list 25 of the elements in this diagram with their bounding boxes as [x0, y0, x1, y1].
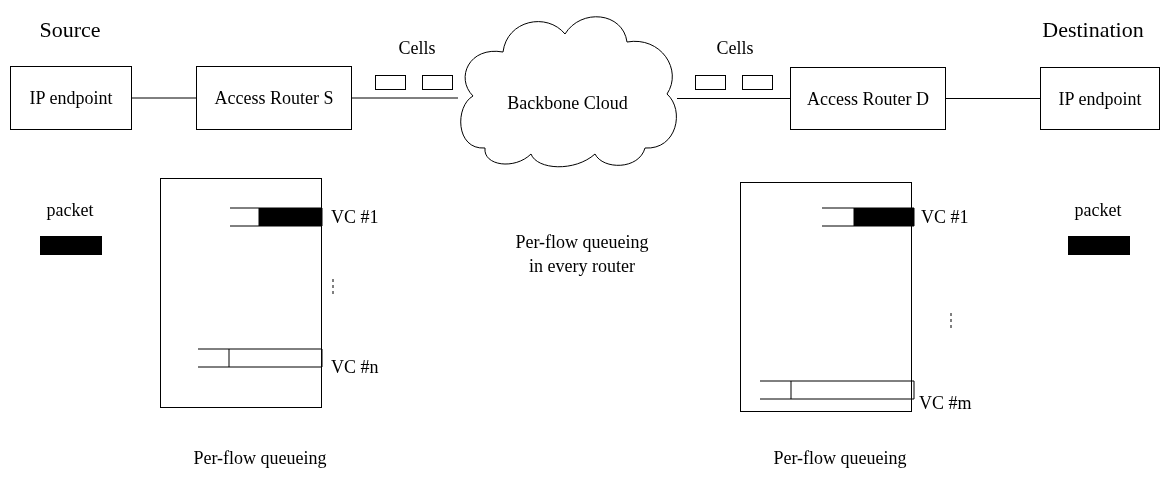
node-label: Backbone Cloud [507, 92, 628, 115]
vc-label: VC #1 [331, 206, 379, 229]
node-caption: Per-flow queueing [193, 447, 327, 470]
node-caption: Destination [1042, 18, 1144, 42]
node-label: IP endpoint [1057, 87, 1143, 111]
device-box [1040, 67, 1160, 130]
node-caption: Per-flow queueing [773, 447, 907, 470]
vc-label: VC #1 [921, 206, 969, 229]
device-box [790, 67, 946, 130]
text-label: packet [45, 199, 95, 222]
device-box [10, 66, 132, 130]
node-label: IP endpoint [28, 87, 114, 110]
text-label: Per-flow queueing in every router [514, 231, 650, 278]
text-label: Cells [397, 37, 437, 60]
node-caption: Source [39, 18, 101, 42]
node-label: Access Router D [806, 87, 930, 111]
device-box [196, 66, 352, 130]
connection-line [676, 98, 791, 99]
vc-label: VC #n [331, 356, 379, 379]
text-label: packet [1073, 199, 1123, 222]
text-label: Cells [715, 37, 755, 60]
connection-line [945, 98, 1041, 99]
vc-label: VC #m [919, 392, 972, 415]
node-label: Access Router S [213, 87, 335, 110]
connection-line [131, 97, 197, 99]
